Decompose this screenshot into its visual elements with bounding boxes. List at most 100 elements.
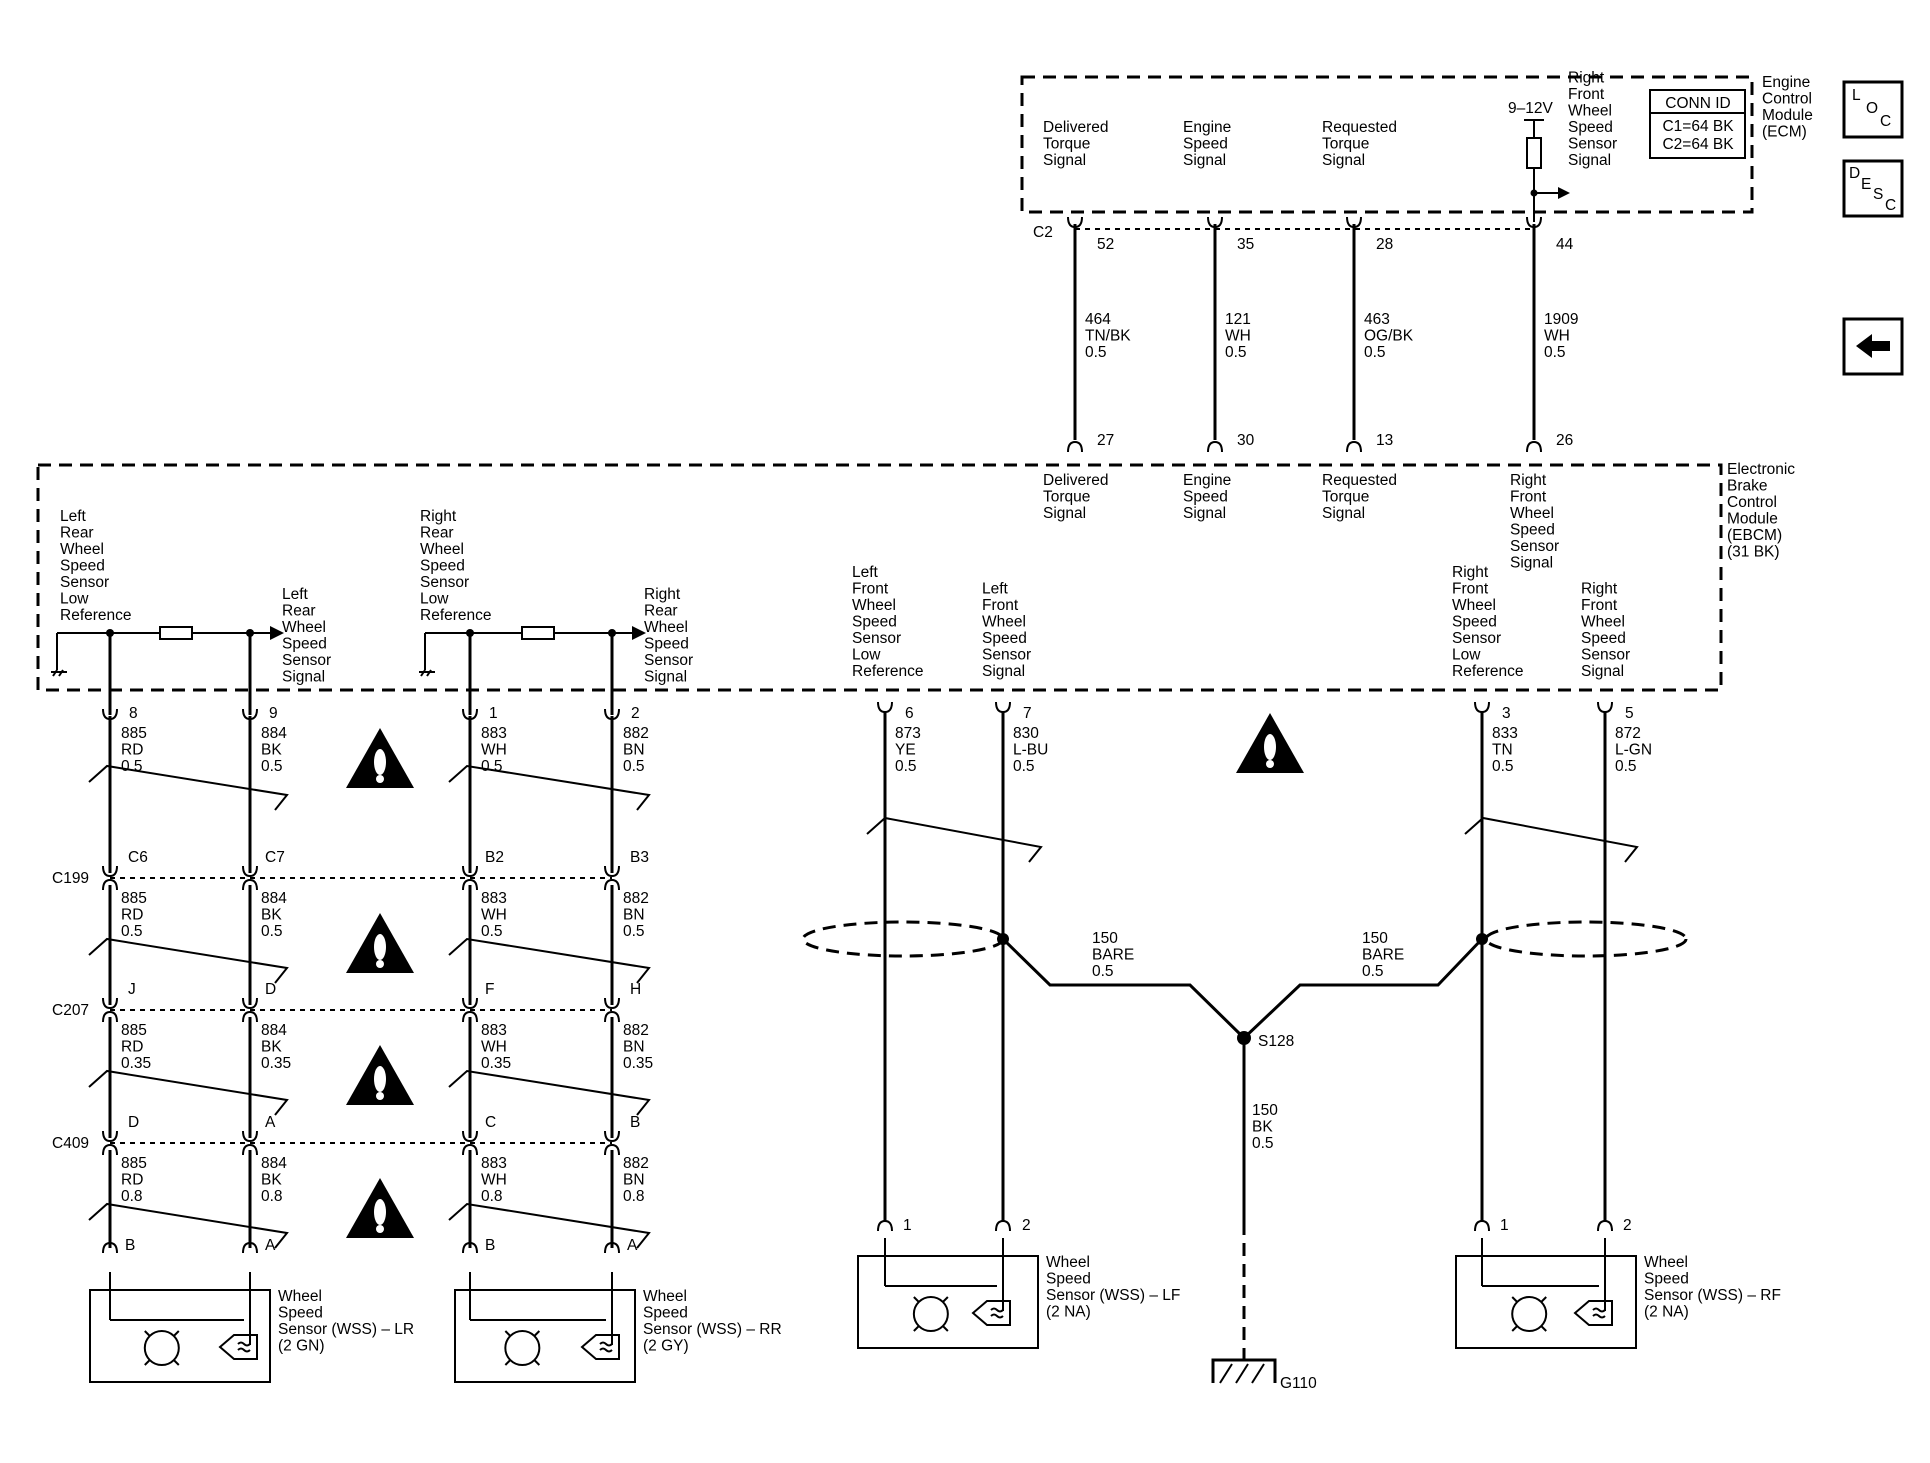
ecm-pullup-resistor	[1524, 119, 1570, 222]
ebcm-signal-label: Right	[1510, 472, 1547, 489]
lr-tone-wheel-icon	[144, 1359, 151, 1366]
front-wire-label: TN	[1492, 742, 1513, 759]
lf-tone-wheel-icon	[912, 1296, 949, 1332]
front-wire-label: 0.5	[895, 758, 917, 775]
ecm-ebcm-wire-label: OG/BK	[1364, 328, 1414, 345]
ebcm-front-pin-number: 7	[1023, 705, 1032, 722]
ecm-signal-label: Speed	[1183, 136, 1228, 153]
rr-signal-label: Rear	[644, 603, 678, 620]
sensor-pin-label: A	[265, 1237, 276, 1254]
rear-wire-label: 0.8	[623, 1188, 645, 1205]
rf-tone-wheel-icon	[1511, 1296, 1518, 1303]
lr-low-ref-label: Sensor	[60, 574, 109, 591]
lf-sensor-box	[857, 1255, 1039, 1349]
desc-letter-d: D	[1849, 165, 1860, 182]
back-button[interactable]	[1842, 317, 1904, 376]
connector-pin-label: D	[265, 981, 276, 998]
loc-letter-c: C	[1880, 113, 1891, 130]
ground-wire-label: 0.5	[1252, 1135, 1274, 1152]
ecm-ebcm-wire-label: 463	[1364, 311, 1390, 328]
desc-button[interactable]: D E S C	[1842, 159, 1904, 218]
warning-icon	[1264, 734, 1276, 760]
rear-wire-label: WH	[481, 1172, 507, 1189]
rear-wire-label: 0.35	[481, 1055, 511, 1072]
rr-tone-wheel-icon	[504, 1330, 541, 1366]
desc-letter-s: S	[1873, 186, 1883, 203]
lf-tone-wheel-icon	[913, 1296, 920, 1303]
rf-shield	[1484, 920, 1688, 958]
lr-sensor-box	[89, 1289, 271, 1383]
connector-c199-pin	[242, 878, 258, 891]
loc-button[interactable]: L O C	[1842, 80, 1904, 139]
ebcm-name-label: Module	[1727, 511, 1778, 528]
rf-tone-wheel-icon	[1540, 1296, 1547, 1303]
lr-tone-wheel-icon	[173, 1330, 180, 1337]
ground-g110-icon	[1219, 1363, 1233, 1384]
rr-twisted-pair	[448, 1069, 651, 1116]
ground-g110-icon	[1235, 1363, 1249, 1384]
ecm-voltage-label: 9–12V	[1508, 100, 1553, 117]
connector-c207-pin	[604, 997, 620, 1010]
rf-sensor-box	[1455, 1255, 1637, 1349]
rear-wire-label: 0.8	[481, 1188, 503, 1205]
ecm-signal-label: Delivered	[1043, 119, 1108, 136]
front-ebcm-label: Left	[982, 581, 1009, 598]
front-wire-label: 0.5	[1615, 758, 1637, 775]
rr-twisted-pair	[448, 1202, 651, 1249]
ebcm-signal-label: Torque	[1043, 489, 1090, 506]
ecm-ebcm-wire-label: 464	[1085, 311, 1111, 328]
rear-wire-label: 883	[481, 725, 507, 742]
lr-low-ref-label: Wheel	[60, 541, 104, 558]
ecm-signal-label: Wheel	[1568, 103, 1612, 120]
rr-sensor-name: Sensor (WSS) – RR	[643, 1321, 782, 1338]
connector-pin-label: C	[485, 1114, 496, 1131]
lf-tone-wheel-icon	[942, 1325, 949, 1332]
sensor-pin	[242, 1241, 258, 1254]
lf-sensor-name: Wheel	[1046, 1254, 1090, 1271]
rear-wire-label: BN	[623, 742, 645, 759]
rear-wire-label: 882	[623, 725, 649, 742]
front-ebcm-label: Wheel	[1581, 614, 1625, 631]
rr-signal-label: Right	[644, 586, 681, 603]
rr-tone-wheel-icon	[504, 1359, 512, 1366]
ground-g110-icon	[1211, 1358, 1277, 1383]
ebcm-front-pin	[877, 701, 893, 714]
lf-sensor-pin-label: 1	[903, 1217, 912, 1234]
ebcm-signal-label: Signal	[1043, 505, 1086, 522]
rear-wire-label: RD	[121, 907, 143, 924]
front-sensor-pin	[1597, 1219, 1613, 1232]
warning-icon	[374, 1199, 386, 1225]
connector-c409-pin	[604, 1143, 620, 1156]
rear-wire-label: 884	[261, 725, 287, 742]
rear-wire-label: 0.5	[261, 758, 283, 775]
connector-c207-pin	[242, 997, 258, 1010]
front-wire-label: 872	[1615, 725, 1641, 742]
ecm-signal-label: Right	[1568, 70, 1605, 87]
connector-pin-label: D	[128, 1114, 139, 1131]
rear-wire-label: 885	[121, 890, 147, 907]
front-ebcm-label: Speed	[1452, 614, 1497, 631]
front-ebcm-label: Wheel	[982, 614, 1026, 631]
lr-signal-label: Wheel	[282, 619, 326, 636]
rf-sensor-name: Wheel	[1644, 1254, 1688, 1271]
lr-low-ref-label: Speed	[60, 558, 105, 575]
rear-wire-label: BN	[623, 907, 645, 924]
connector-pin-label: H	[630, 981, 641, 998]
rear-wire-label: BK	[261, 907, 282, 924]
ebcm-name-label: (EBCM)	[1727, 527, 1782, 544]
ebcm-front-pin-number: 5	[1625, 705, 1634, 722]
front-wire-label: 873	[895, 725, 921, 742]
rear-wire-label: 0.5	[261, 923, 283, 940]
rear-wire-label: 883	[481, 1155, 507, 1172]
front-wire-label: YE	[895, 742, 916, 759]
ebcm-signal-label: Torque	[1322, 489, 1369, 506]
connector-c207-pin	[102, 1010, 118, 1023]
rear-wire-label: 883	[481, 890, 507, 907]
front-wire-label: 0.5	[1492, 758, 1514, 775]
ebcm-signal-label: Requested	[1322, 472, 1397, 489]
connector-pin-label: A	[265, 1114, 276, 1131]
ecm-boundary	[1020, 75, 1754, 214]
ebcm-boundary	[36, 463, 1723, 692]
ebcm-signal-label: Signal	[1510, 555, 1553, 572]
lf-sensor-name: Sensor (WSS) – LF	[1046, 1287, 1180, 1304]
